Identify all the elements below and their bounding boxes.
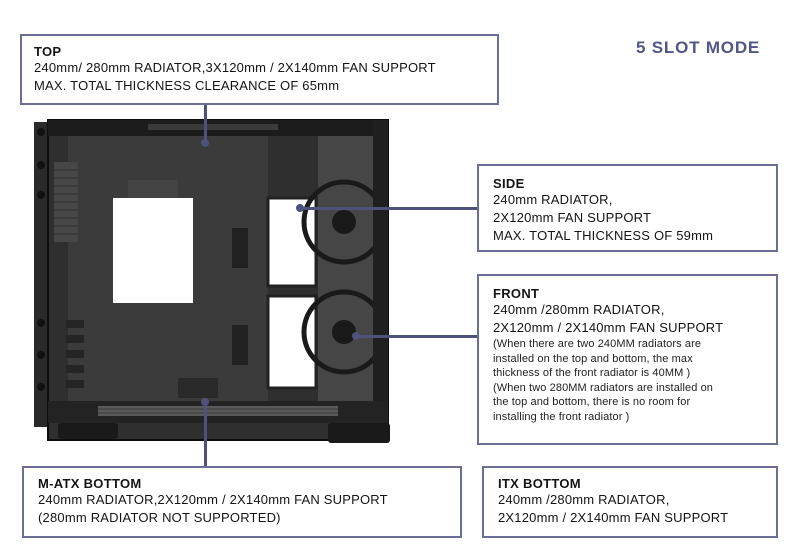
front-title: FRONT <box>493 286 540 301</box>
itx-bottom-line-2: 2X120mm / 2X140mm FAN SUPPORT <box>498 510 729 525</box>
matx-bottom-line-1: 240mm RADIATOR,2X120mm / 2X140mm FAN SUP… <box>38 492 388 507</box>
top-line-2: MAX. TOTAL THICKNESS CLEARANCE OF 65mm <box>34 78 340 93</box>
itx-bottom-title: ITX BOTTOM <box>498 476 581 491</box>
front-info-box: FRONT 240mm /280mm RADIATOR, 2X120mm / 2… <box>477 274 778 445</box>
foot-right <box>328 423 390 443</box>
connector-top-dot <box>201 139 209 147</box>
itx-bottom-info-box: ITX BOTTOM 240mm /280mm RADIATOR, 2X120m… <box>482 466 778 538</box>
connector-bottom <box>204 402 207 468</box>
front-pillar <box>373 120 388 440</box>
connector-front <box>356 335 478 338</box>
side-line-2: 2X120mm FAN SUPPORT <box>493 210 652 225</box>
pc-case-illustration <box>34 119 390 443</box>
top-line-1: 240mm/ 280mm RADIATOR,3X120mm / 2X140mm … <box>34 60 436 75</box>
front-note-5: the top and bottom, there is no room for <box>493 396 691 408</box>
side-title: SIDE <box>493 176 525 191</box>
bottom-mesh <box>98 406 338 416</box>
front-note-2: installed on the top and bottom, the max <box>493 352 693 365</box>
connector-side-dot <box>296 204 304 212</box>
matx-bottom-info-box: M-ATX BOTTOM 240mm RADIATOR,2X120mm / 2X… <box>22 466 462 538</box>
front-note-3: thickness of the front radiator is 40MM … <box>493 367 691 379</box>
front-note-4: (When two 280MM radiators are installed … <box>493 381 714 394</box>
front-note-6: installing the front radiator ) <box>493 410 630 423</box>
mode-label: 5 SLOT MODE <box>636 38 761 57</box>
front-line-1: 240mm /280mm RADIATOR, <box>493 302 665 317</box>
side-line-1: 240mm RADIATOR, <box>493 192 613 207</box>
connector-bottom-dot <box>201 398 209 406</box>
side-info-box: SIDE 240mm RADIATOR, 2X120mm FAN SUPPORT… <box>477 164 778 252</box>
top-info-box: TOP 240mm/ 280mm RADIATOR,3X120mm / 2X14… <box>20 34 499 105</box>
connector-top <box>204 104 207 142</box>
cpu-cutout <box>113 198 193 303</box>
side-line-3: MAX. TOTAL THICKNESS OF 59mm <box>493 228 714 243</box>
matx-bottom-line-2: (280mm RADIATOR NOT SUPPORTED) <box>38 510 281 525</box>
connector-front-dot <box>352 332 360 340</box>
rear-bracket <box>34 122 48 427</box>
itx-bottom-line-1: 240mm /280mm RADIATOR, <box>498 492 670 507</box>
matx-bottom-title: M-ATX BOTTOM <box>38 476 142 491</box>
top-title: TOP <box>34 44 62 59</box>
front-note-1: (When there are two 240MM radiators are <box>493 338 702 350</box>
foot-left <box>58 423 118 439</box>
front-line-2: 2X120mm / 2X140mm FAN SUPPORT <box>493 320 724 335</box>
connector-side <box>300 207 478 210</box>
